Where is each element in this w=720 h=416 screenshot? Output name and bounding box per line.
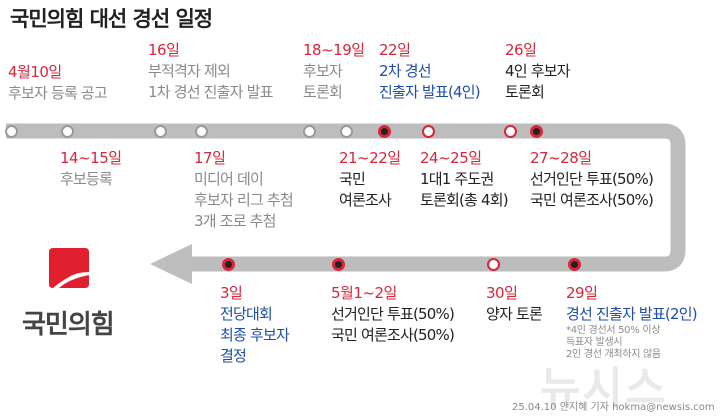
event-description: 전당대회 <box>220 305 273 323</box>
timeline-marker <box>377 124 391 138</box>
timeline-marker <box>529 124 543 138</box>
timeline-marker <box>60 124 74 138</box>
timeline-marker <box>4 124 18 138</box>
event-date: 18~19일 <box>303 41 365 59</box>
party-logo-icon <box>49 248 89 288</box>
event-description: 후보자 리그 추첨 <box>194 191 294 209</box>
timeline-arrowhead <box>150 244 192 284</box>
timeline-marker <box>503 124 517 138</box>
event-date: 27~28일 <box>530 149 592 167</box>
event-description: 국민 여론조사(50%) <box>331 326 455 344</box>
event-description: 후보자 등록 공고 <box>8 84 108 102</box>
event-description: 후보자 <box>303 62 343 80</box>
event-date: 26일 <box>505 41 537 59</box>
event-description: 2차 경선 <box>379 62 432 80</box>
event-description: 4인 후보자 <box>505 62 571 80</box>
footnote: 득표자 발생시 <box>566 337 623 348</box>
timeline-marker <box>331 257 345 271</box>
page-title: 국민의힘 대선 경선 일정 <box>10 7 213 31</box>
footnote: *4인 경선서 50% 이상 <box>566 325 661 336</box>
event-description: 최종 후보자 <box>220 326 290 344</box>
timeline-marker <box>153 124 167 138</box>
timeline-marker <box>567 257 581 271</box>
event-description: 여론조사 <box>339 191 392 209</box>
credit-line: 25.04.10 안지혜 기자 hokma@newsis.com <box>512 402 715 413</box>
event-description: 토론회 <box>303 83 343 101</box>
event-description: 미디어 데이 <box>194 170 264 188</box>
event-description: 선거인단 투표(50%) <box>331 305 455 323</box>
timeline-marker <box>486 257 500 271</box>
event-date: 3일 <box>220 284 243 302</box>
event-description: 부적격자 제외 <box>148 62 231 80</box>
event-date: 21~22일 <box>339 149 401 167</box>
timeline-marker <box>421 124 435 138</box>
event-description: 양자 토론 <box>486 305 543 323</box>
event-date: 17일 <box>194 149 226 167</box>
event-description: 토론회(총 4회) <box>420 191 509 209</box>
event-date: 16일 <box>148 41 180 59</box>
event-date: 29일 <box>566 284 598 302</box>
event-description: 경선 진출자 발표(2인) <box>566 305 698 323</box>
event-date: 14~15일 <box>60 149 122 167</box>
event-description: 토론회 <box>505 83 545 101</box>
event-description: 국민 여론조사(50%) <box>530 191 654 209</box>
event-description: 3개 조로 추첨 <box>194 212 276 230</box>
event-date: 22일 <box>379 41 411 59</box>
event-description: 진출자 발표(4인) <box>379 83 481 101</box>
event-date: 30일 <box>486 284 518 302</box>
timeline-marker <box>302 124 316 138</box>
event-description: 결정 <box>220 347 247 365</box>
event-description: 1대1 주도권 <box>420 170 494 188</box>
event-description: 선거인단 투표(50%) <box>530 170 654 188</box>
event-description: 1차 경선 진출자 발표 <box>148 83 273 101</box>
party-logo-text: 국민의힘 <box>22 310 115 340</box>
timeline-marker <box>339 124 353 138</box>
timeline-marker <box>221 257 235 271</box>
footnote: 2인 경선 개최하지 않음 <box>566 349 661 360</box>
event-description: 후보등록 <box>60 170 113 188</box>
event-date: 4월10일 <box>8 63 62 81</box>
event-date: 5월1~2일 <box>331 284 397 302</box>
newsis-watermark: 뉴시스 <box>540 363 668 414</box>
timeline-marker <box>194 124 208 138</box>
event-date: 24~25일 <box>420 149 482 167</box>
event-description: 국민 <box>339 170 366 188</box>
